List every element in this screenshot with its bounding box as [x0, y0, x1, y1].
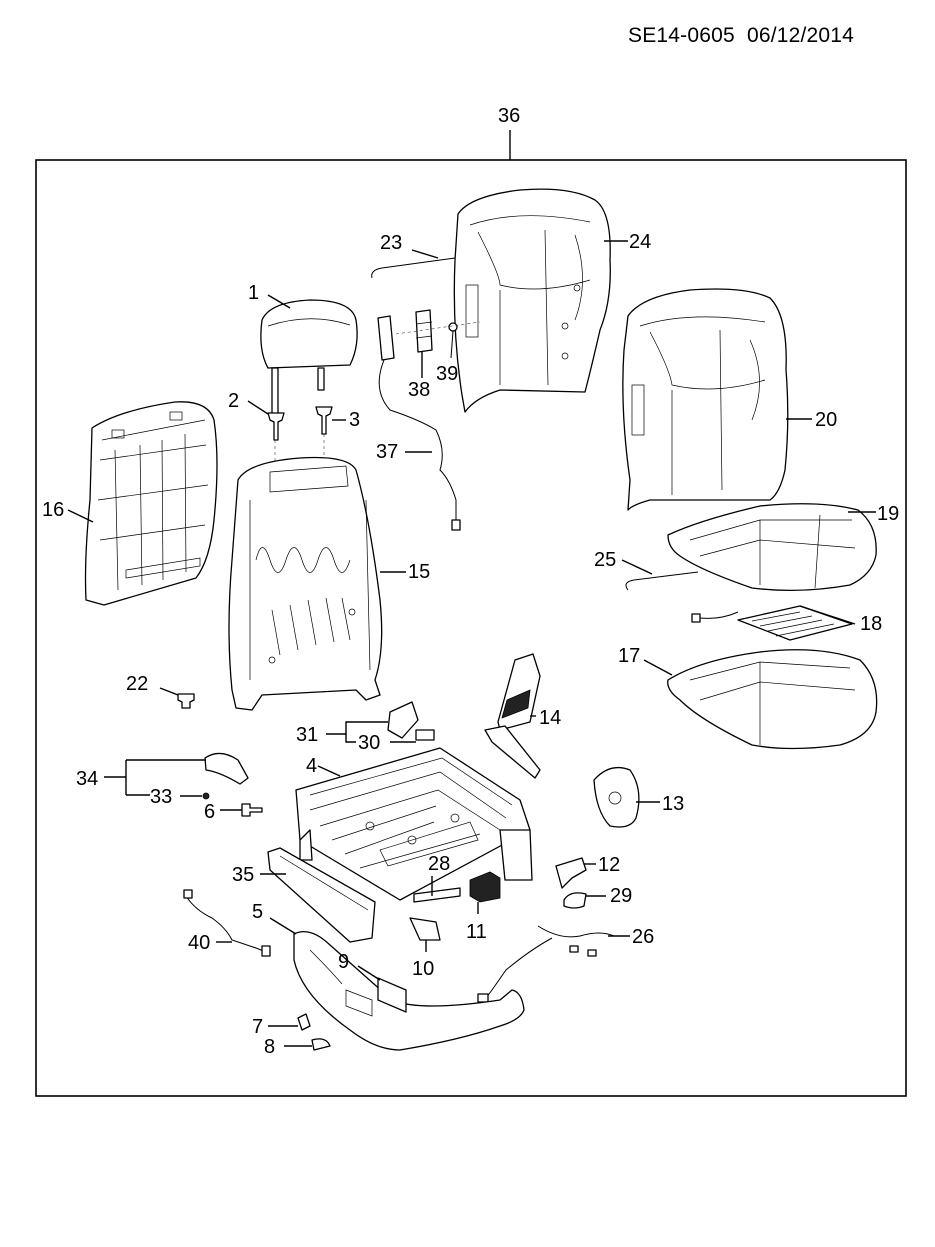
callout-38: 38 — [408, 379, 430, 401]
callout-5: 5 — [252, 901, 263, 923]
part-31-bracket[interactable] — [387, 701, 419, 739]
leader-17 — [643, 659, 673, 676]
callout-24: 24 — [629, 231, 651, 253]
leader-5 — [269, 917, 297, 935]
callout-26: 26 — [632, 926, 654, 948]
callout-35: 35 — [232, 864, 254, 886]
part-1-headrest[interactable] — [260, 299, 358, 417]
callout-2: 2 — [228, 390, 239, 412]
part-34-lever[interactable] — [204, 752, 249, 785]
callout-1: 1 — [248, 282, 259, 304]
callout-20: 20 — [815, 409, 837, 431]
leader-31 — [326, 721, 388, 735]
callout-14: 14 — [539, 707, 561, 729]
part-13-side-cover[interactable] — [593, 766, 640, 828]
leader-1 — [267, 294, 291, 309]
part-39-nut[interactable] — [448, 322, 458, 359]
part-40-harness[interactable] — [183, 889, 271, 957]
callout-19: 19 — [877, 503, 899, 525]
part-25-rod[interactable] — [625, 571, 699, 591]
diagram-reference-code: SE14-0605 06/12/2014 — [628, 24, 855, 47]
callout-34: 34 — [76, 768, 98, 790]
callout-25: 25 — [594, 549, 616, 571]
part-35-trim-strip[interactable] — [267, 847, 376, 943]
callout-15: 15 — [408, 561, 430, 583]
part-30-clip[interactable] — [415, 729, 435, 741]
part-4-seat-frame[interactable] — [295, 747, 533, 901]
callout-30: 30 — [358, 732, 380, 754]
leader-2 — [247, 400, 269, 415]
part-33-nut[interactable] — [202, 792, 210, 800]
assembly-frame — [35, 159, 907, 1097]
part-29-cap[interactable] — [563, 892, 587, 909]
callout-6: 6 — [204, 801, 215, 823]
callout-36: 36 — [498, 105, 520, 127]
callout-39: 39 — [436, 363, 458, 385]
part-6-bolt[interactable] — [241, 803, 263, 817]
callout-29: 29 — [610, 885, 632, 907]
callout-9: 9 — [338, 951, 349, 973]
callout-22: 22 — [126, 673, 148, 695]
part-38-bracket[interactable] — [415, 309, 433, 353]
part-17-cushion-pad[interactable] — [667, 649, 878, 750]
part-16-back-panel[interactable] — [84, 401, 218, 606]
callout-3: 3 — [349, 409, 360, 431]
callout-40: 40 — [188, 932, 210, 954]
part-14-belt-buckle[interactable] — [484, 653, 541, 779]
callout-12: 12 — [598, 854, 620, 876]
callout-7: 7 — [252, 1016, 263, 1038]
leader-4 — [317, 765, 341, 777]
callout-31: 31 — [296, 724, 318, 746]
callout-17: 17 — [618, 645, 640, 667]
callout-8: 8 — [264, 1036, 275, 1058]
callout-18: 18 — [860, 613, 882, 635]
part-7-knob[interactable] — [297, 1013, 311, 1031]
callout-28: 28 — [428, 853, 450, 875]
part-23-rod[interactable] — [371, 257, 456, 279]
part-3-headrest-guide[interactable] — [315, 406, 333, 435]
part-11-motor[interactable] — [469, 871, 501, 903]
callout-13: 13 — [662, 793, 684, 815]
part-22-bolt[interactable] — [177, 693, 195, 709]
leader-23 — [411, 249, 439, 259]
callout-23: 23 — [380, 232, 402, 254]
leader-18 — [799, 605, 856, 625]
part-2-headrest-guide[interactable] — [267, 412, 285, 441]
part-10-bracket[interactable] — [409, 917, 441, 941]
callout-10: 10 — [412, 958, 434, 980]
part-37-wire-harness[interactable] — [377, 315, 461, 531]
callout-4: 4 — [306, 755, 317, 777]
part-9-switch[interactable] — [377, 977, 407, 1013]
leader-22 — [159, 687, 179, 696]
part-24-seatback-cover[interactable] — [453, 188, 611, 413]
part-15-seatback-frame[interactable] — [228, 456, 383, 711]
part-19-cushion-cover[interactable] — [667, 503, 877, 592]
leader-9 — [357, 965, 381, 981]
callout-37: 37 — [376, 441, 398, 463]
callout-16: 16 — [42, 499, 64, 521]
part-12-cover[interactable] — [555, 857, 587, 889]
part-5-side-shield[interactable] — [293, 931, 525, 1051]
part-28-link[interactable] — [413, 887, 461, 903]
leader-30 — [345, 734, 356, 743]
part-26-harness[interactable] — [477, 925, 615, 1003]
part-18-heater-pad[interactable] — [691, 605, 853, 641]
part-8-knob[interactable] — [311, 1038, 331, 1051]
callout-11: 11 — [466, 921, 487, 943]
leader-16 — [67, 509, 94, 523]
part-20-seatback-cover-front[interactable] — [622, 288, 789, 511]
leader-25 — [621, 559, 653, 575]
callout-33: 33 — [150, 786, 172, 808]
